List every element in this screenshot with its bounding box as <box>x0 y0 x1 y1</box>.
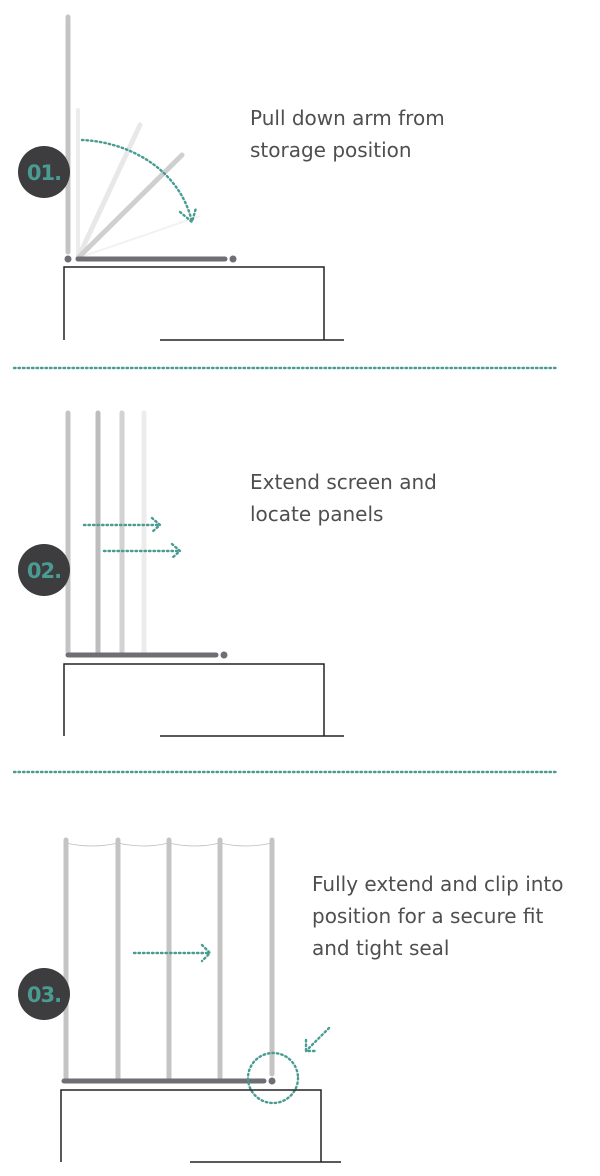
step-1: 01. Pull down arm from storage position <box>18 14 445 341</box>
arm-ghost-low <box>77 215 201 259</box>
step-badge <box>18 544 70 596</box>
step-badge <box>18 968 70 1020</box>
step-instruction: Pull down arm from <box>250 106 445 130</box>
clip-pointer-arrow <box>304 1026 331 1053</box>
step-number: 01. <box>27 161 61 185</box>
step-instruction: locate panels <box>250 502 383 526</box>
end-dot <box>220 651 228 659</box>
step-badge <box>18 146 70 198</box>
end-dot <box>229 255 237 263</box>
extend-arrow <box>102 542 182 560</box>
step-instruction: and tight seal <box>312 936 450 960</box>
step-instruction: Fully extend and clip into <box>312 872 564 896</box>
surface-outline <box>63 266 344 341</box>
surface-outline <box>63 663 344 737</box>
step-2: 02. Extend screen and locate panels <box>18 410 437 737</box>
extend-arrow <box>82 516 162 534</box>
extend-arrow <box>132 943 212 963</box>
end-dot <box>268 1077 276 1085</box>
arm-angled <box>75 152 185 261</box>
rotation-arrow-head <box>178 206 198 225</box>
step-instruction: Extend screen and <box>250 470 437 494</box>
rotation-arrow <box>80 138 194 224</box>
arm-ghost-angled <box>75 122 143 261</box>
step-instruction: position for a secure fit <box>312 904 543 928</box>
pivot-dot <box>64 255 72 263</box>
step-3: 03. Fully extend and clip into position … <box>18 837 564 1163</box>
clip-highlight-circle <box>246 1051 300 1105</box>
step-number: 03. <box>27 983 61 1007</box>
step-number: 02. <box>27 559 61 583</box>
step-instruction: storage position <box>250 138 412 162</box>
surface-outline <box>60 1089 341 1163</box>
